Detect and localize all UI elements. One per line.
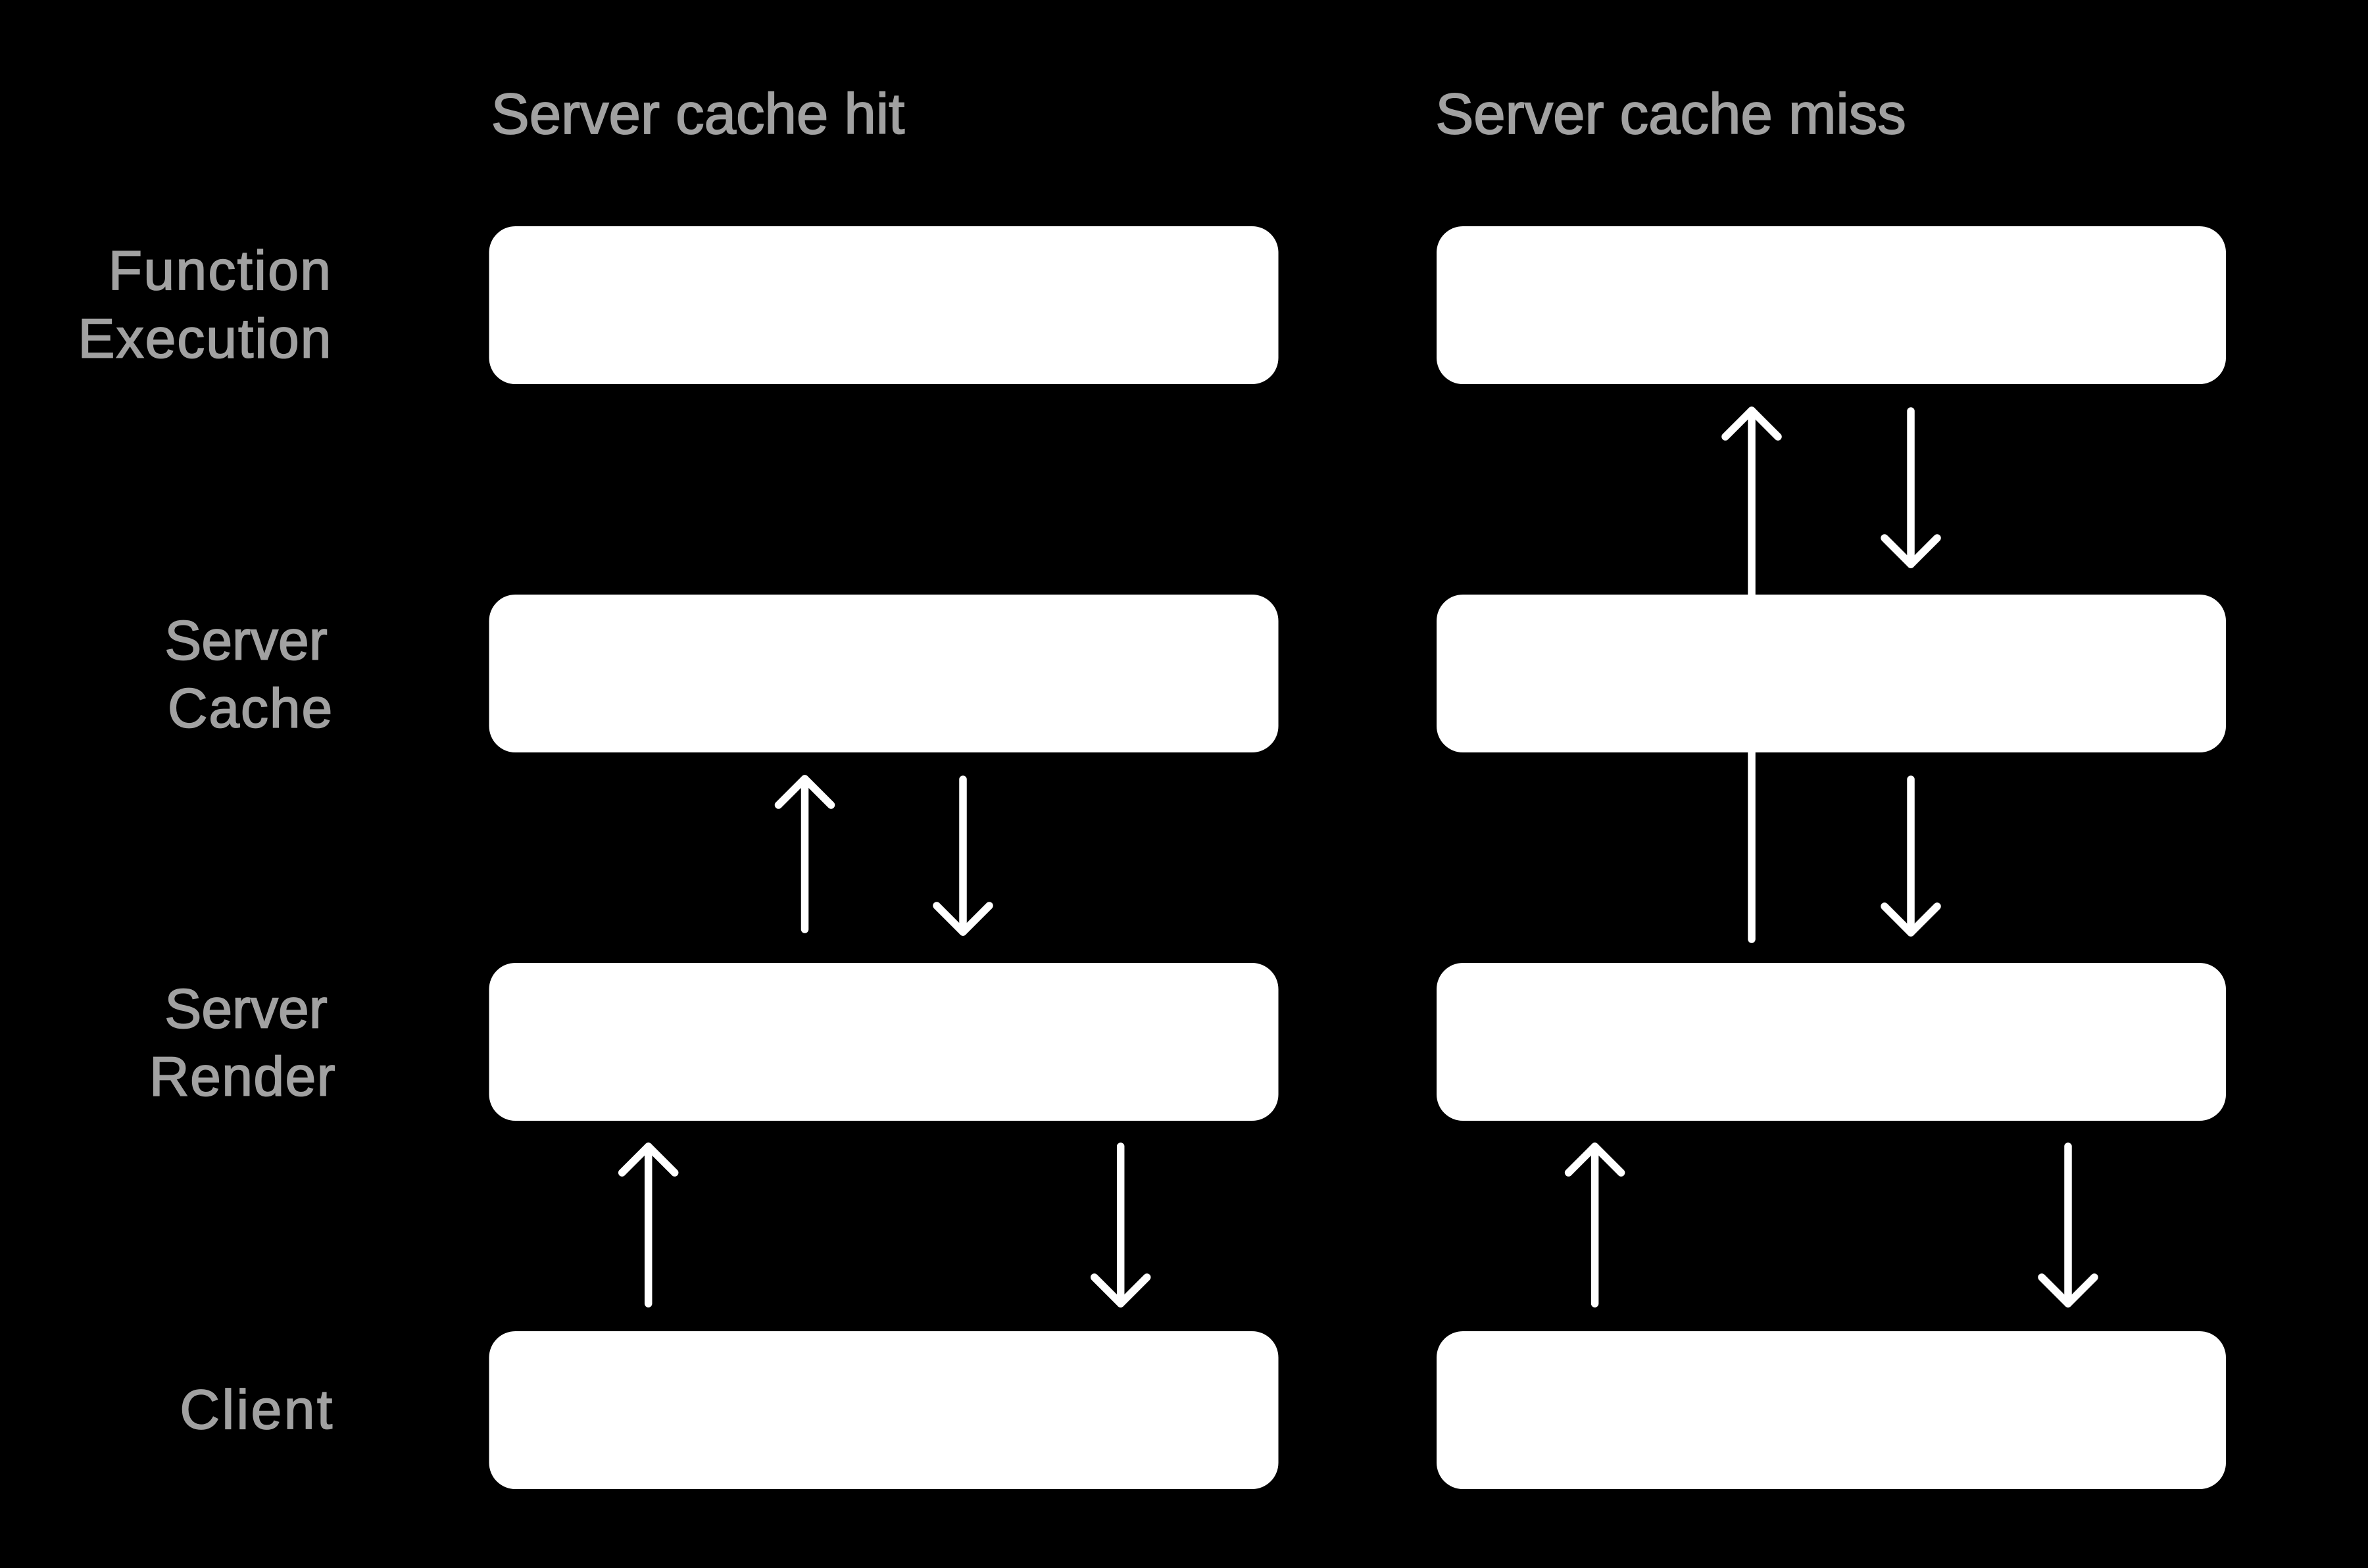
svg-text:Execution: Execution xyxy=(78,308,333,370)
svg-text:Client: Client xyxy=(180,1379,334,1440)
svg-text:Server cache miss: Server cache miss xyxy=(1435,82,1906,146)
svg-text:Server cache hit: Server cache hit xyxy=(491,82,905,146)
svg-text:Server: Server xyxy=(164,610,327,672)
svg-text:Render: Render xyxy=(149,1046,336,1108)
svg-text:Server: Server xyxy=(164,978,327,1040)
svg-text:Function: Function xyxy=(109,239,333,301)
svg-text:Cache: Cache xyxy=(168,677,333,739)
